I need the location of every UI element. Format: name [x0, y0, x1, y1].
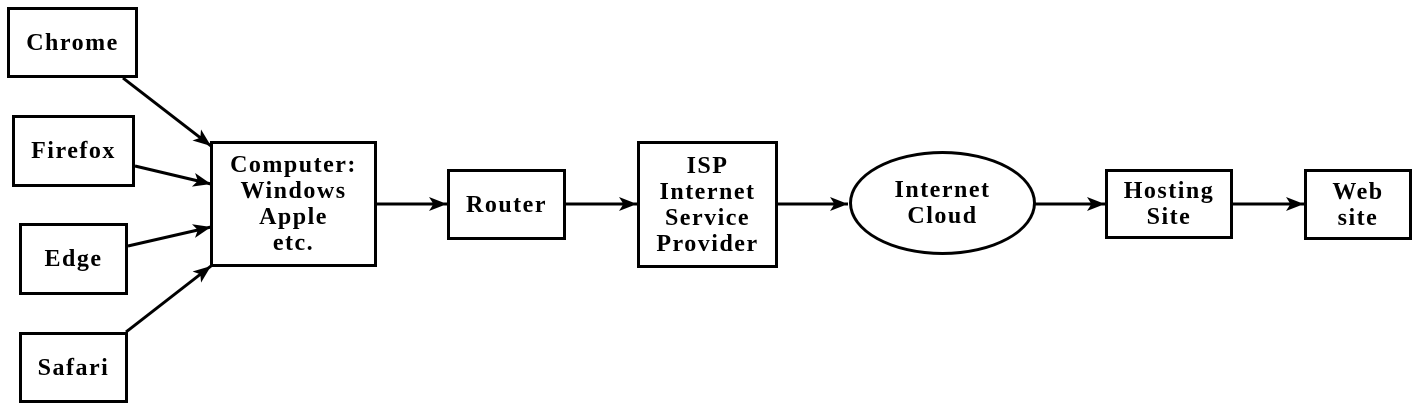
node-isp-label-line3: Service: [664, 204, 751, 231]
node-isp-label-line2: Internet: [659, 178, 756, 205]
node-safari-label: Safari: [37, 354, 110, 381]
node-chrome: Chrome: [7, 7, 138, 78]
node-computer: Computer: Windows Apple etc.: [210, 141, 377, 267]
node-computer-label-line3: Apple: [259, 204, 328, 230]
arrow-chrome-to-computer: [122, 76, 212, 148]
arrow-firefox-to-computer: [134, 164, 212, 187]
node-computer-label-line4: etc.: [272, 230, 315, 256]
node-isp-label-line1: ISP: [686, 152, 729, 179]
node-router: Router: [447, 169, 566, 240]
node-computer-label-line1: Computer:: [230, 152, 357, 178]
node-edge-label: Edge: [44, 246, 103, 272]
node-edge: Edge: [19, 223, 128, 295]
node-hosting-site-label-line2: Site: [1146, 204, 1192, 230]
node-internet-cloud-label-line2: Cloud: [907, 203, 978, 229]
node-hosting-site: Hosting Site: [1105, 169, 1233, 239]
node-safari: Safari: [19, 332, 128, 403]
node-isp-label-line4: Provider: [656, 230, 759, 257]
node-computer-label-line2: Windows: [240, 178, 347, 204]
node-chrome-label: Chrome: [26, 29, 119, 56]
node-firefox-label: Firefox: [31, 138, 116, 164]
node-internet-cloud-label-line1: Internet: [894, 177, 991, 203]
arrow-safari-to-computer: [125, 264, 212, 334]
node-hosting-site-label-line1: Hosting: [1123, 178, 1215, 204]
node-firefox: Firefox: [12, 115, 135, 187]
node-web-site-label-line1: Web: [1332, 178, 1384, 205]
arrow-edge-to-computer: [127, 224, 212, 248]
node-isp: ISP Internet Service Provider: [637, 141, 778, 268]
node-router-label: Router: [466, 191, 547, 218]
node-internet-cloud: Internet Cloud: [849, 151, 1036, 255]
node-web-site-label-line2: site: [1337, 204, 1379, 231]
node-web-site: Web site: [1304, 169, 1412, 240]
